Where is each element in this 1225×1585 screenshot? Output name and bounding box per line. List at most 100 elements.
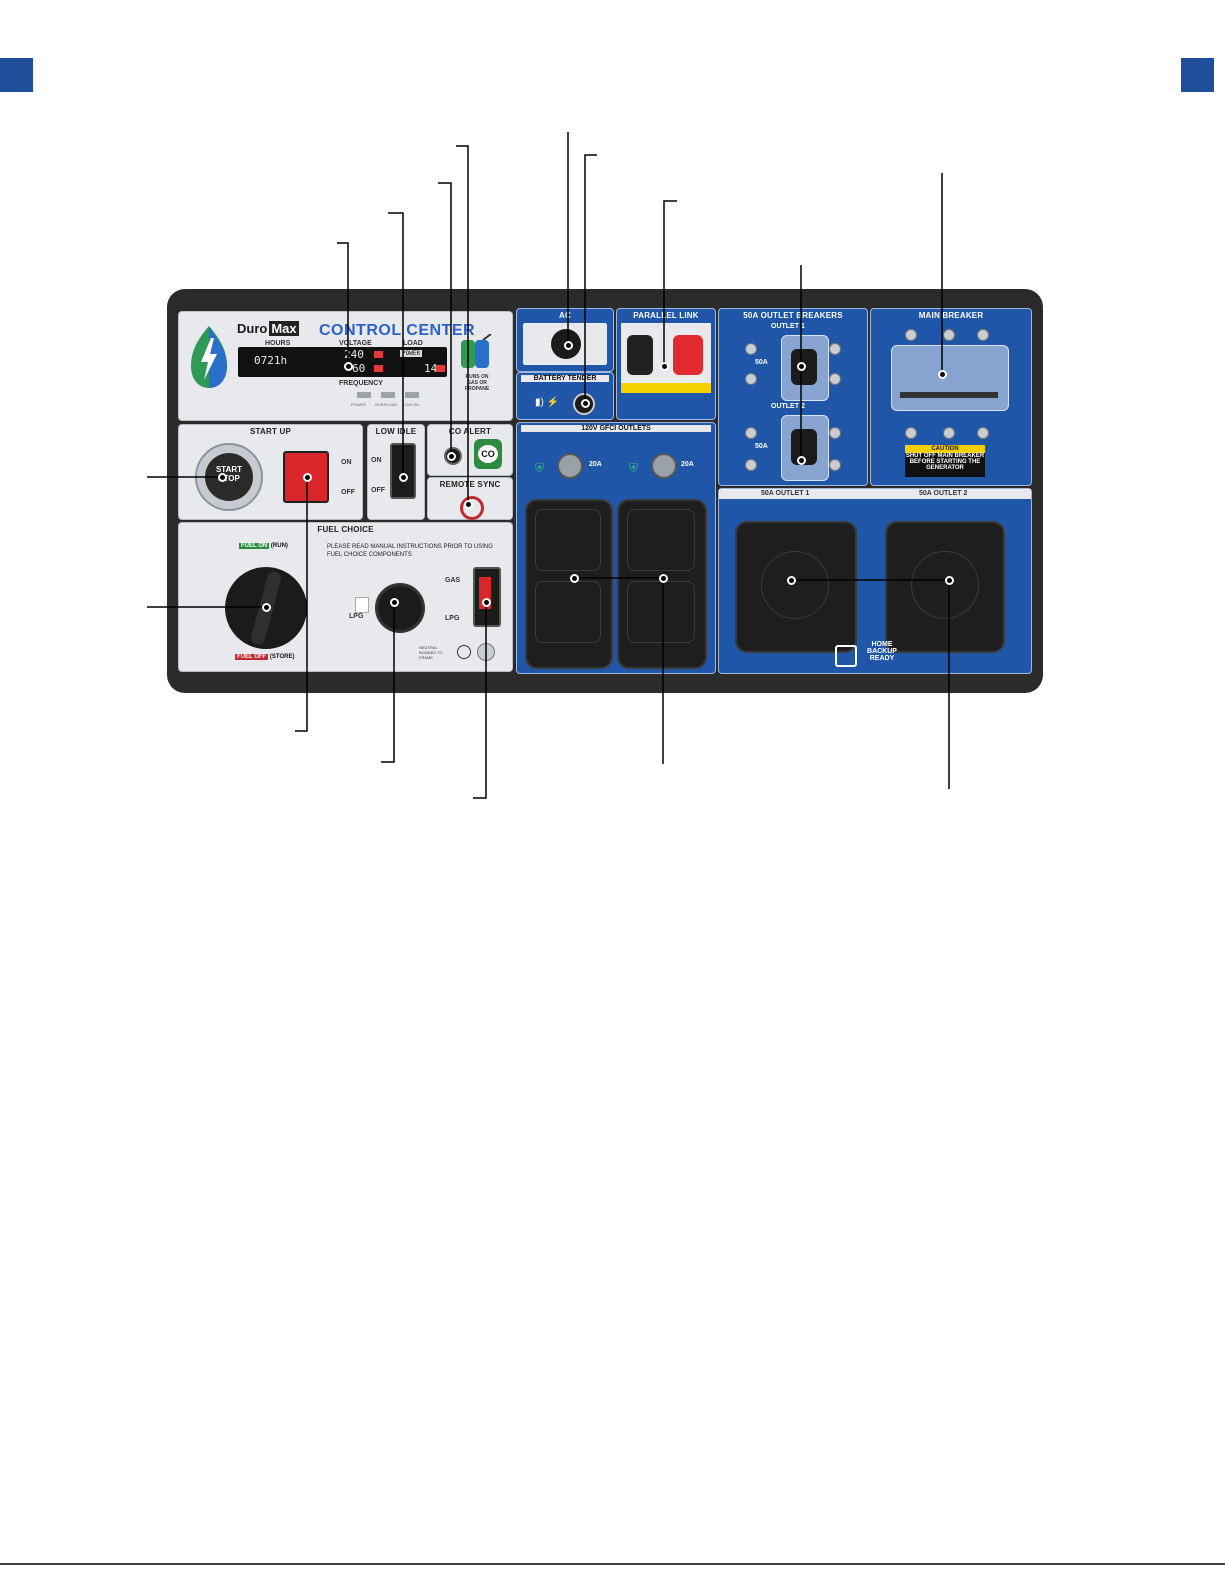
page-corner-tab-right [1181,58,1214,92]
remote-sync-section: REMOTE SYNC [427,477,513,520]
callout-dot-big-outlet-2 [945,576,954,585]
fuel-note-line1: RUNS ON [465,374,489,380]
big-outlet-1-cover[interactable] [735,521,857,653]
co-badge-text: CO [478,445,498,463]
main-breaker-handle [900,392,998,398]
gas-label: GAS [445,577,461,584]
callout-line-co-alert [438,182,452,456]
main-breaker-cover[interactable] [891,345,1009,411]
big-outlets-title-bar [719,489,1031,499]
breaker-screw [829,373,841,385]
callout-dot-startup-switch [303,473,312,482]
remote-sync-port[interactable] [460,496,484,520]
run-label: (RUN) [270,543,288,549]
stop-label: STOP [218,474,240,483]
fuel-choice-instructions: PLEASE READ MANUAL INSTRUCTIONS PRIOR TO… [327,544,493,558]
big-outlet-2-label: 50A OUTLET 2 [919,490,968,497]
callout-dot-lpg-port [390,598,399,607]
hours-label: HOURS [265,340,291,347]
main-breaker-screw [977,329,989,341]
page-corner-tab-left [0,58,33,92]
lpg-port-tag [355,597,369,613]
gfci-section: 120V GFCI OUTLETS ⛨ 20A ⛨ 20A [516,422,716,674]
outlet-breaker-2-label: OUTLET 2 [771,403,805,410]
fuel-note-line2: GAS OR [467,380,487,386]
remote-sync-title: REMOTE SYNC [439,480,501,489]
gfci-right-rating: 20A [681,461,694,468]
callout-dot-fuel-selector [262,603,271,612]
fuel-off-label: FUEL OFF [235,654,269,660]
gas-lpg-switch[interactable] [473,567,501,627]
battery-tender-title: BATTERY TENDER [521,375,609,382]
callout-dot-gas-lpg-switch [482,598,491,607]
main-breaker-title: MAIN BREAKER [918,311,984,320]
voltage-label: VOLTAGE [339,340,372,347]
lpg-port-cap[interactable] [375,583,425,633]
parallel-link-black-terminal[interactable] [627,335,653,375]
gfci-left-outlet-cover[interactable] [525,499,613,669]
frequency-label: FREQUENCY [339,380,383,387]
callout-line-gas-lpg-switch [473,602,487,799]
outlet-breaker-2-cover[interactable] [781,415,829,481]
fuel-on-run: FUEL ON (RUN) [239,543,288,549]
fuel-off-store: FUEL OFF (STORE) [235,654,294,660]
breaker-screw [829,427,841,439]
callout-dot-gfci-left [570,574,579,583]
callout-dot-co-alert [447,452,456,461]
overload-indicator-label: OVERLOAD [375,402,398,407]
power-indicator-label: POWER [351,402,367,407]
callout-line-parallel-link [663,200,677,366]
caution-body: SHUT OFF MAIN BREAKER BEFORE STARTING TH… [905,453,985,471]
load-readout: 14 [424,362,438,375]
overload-indicator-light [381,392,395,398]
lpg-port-label: LPG [349,613,364,620]
co-alert-title: CO ALERT [448,427,492,436]
gfci-left-reset-button[interactable] [557,453,583,479]
gfci-right-outlet-cover[interactable] [617,499,707,669]
big-outlet-2-receptacle [911,551,979,619]
big-outlet-2-cover[interactable] [885,521,1005,653]
low-idle-switch[interactable] [390,443,416,499]
lpg-switch-label: LPG [445,615,460,622]
callout-dot-outlet-breaker-1 [797,362,806,371]
callout-line-lpg-port [381,602,395,763]
low-oil-indicator-label: LOW OIL [403,402,420,407]
callout-dot-battery-tender [581,399,590,408]
fuel-choice-title: FUEL CHOICE [317,525,374,534]
co-shield-icon: CO [474,439,502,469]
big-outlet-1-label: 50A OUTLET 1 [761,490,810,497]
gfci-left-lower-receptacle [535,581,601,643]
home-backup-icon [835,645,857,667]
callout-dot-gfci-right [659,574,668,583]
start-label: START [215,465,243,474]
gfci-right-reset-button[interactable] [651,453,677,479]
callout-dot-outlet-breaker-2 [797,456,806,465]
start-up-off-label: OFF [341,489,355,496]
fuel-note: RUNS ON GAS OR PROPANE [457,374,497,392]
callout-line-low-idle [388,212,404,477]
brand-name-max: Max [269,321,299,336]
breaker-screw [745,373,757,385]
main-breaker-screw [905,329,917,341]
callout-dot-main-breaker [938,370,947,379]
frequency-readout: 60 [352,362,366,375]
lightning-logo-icon [191,326,227,388]
breaker-screw [745,459,757,471]
callout-dot-start-stop [218,473,227,482]
main-breaker-screw [943,427,955,439]
parallel-link-section: PARALLEL LINK [616,308,716,420]
parallel-link-title: PARALLEL LINK [633,311,699,320]
digital-meter-display: 0721h 240 60 14 POWER [238,347,447,377]
low-idle-off-label: OFF [371,487,385,494]
parallel-link-red-terminal[interactable] [673,335,703,375]
breaker-screw [829,343,841,355]
gfci-title: 120V GFCI OUTLETS [521,425,711,432]
frequency-led [374,365,383,372]
brand-name-duro: Duro [237,321,268,336]
main-breaker-section: MAIN BREAKER CAUTION SHUT OFF MAIN BREAK… [870,308,1032,486]
main-breaker-screw [943,329,955,341]
battery-charge-icon: ▮) ⚡ [535,397,560,408]
